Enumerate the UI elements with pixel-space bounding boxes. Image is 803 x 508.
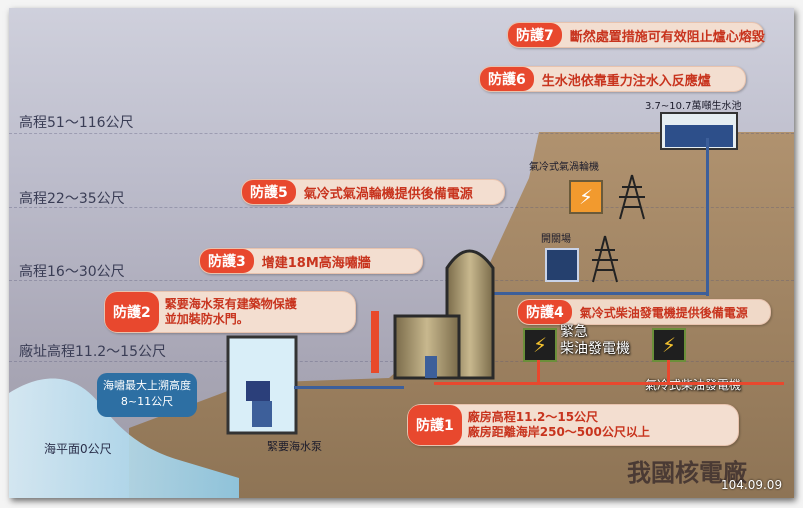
protection-2: 防護2 緊要海水泵有建築物保護 並加裝防水門。: [104, 291, 356, 333]
protection-3: 防護3 增建18M高海嘯牆: [199, 248, 423, 274]
tsunami-wall: [371, 311, 379, 373]
gas-turbine-label: 氣冷式氣渦輪機: [529, 162, 599, 173]
water-pipe: [706, 138, 709, 296]
switchyard-icon: [545, 248, 579, 282]
protection-text: 氣冷式氣渦輪機提供後備電源: [303, 186, 473, 202]
raw-water-pool-label: 3.7~10.7萬噸生水池: [645, 101, 742, 112]
emergency-generator-label-line2: 柴油發電機: [560, 341, 630, 357]
protection-tag: 防護6: [480, 67, 534, 91]
protection-tag: 防護5: [242, 180, 296, 204]
emergency-generator-label: 緊急 柴油發電機: [560, 324, 630, 358]
power-tower-icon: [619, 174, 645, 220]
tsunami-callout: 海嘯最大上溯高度 8~11公尺: [97, 373, 197, 417]
reactor-building: [393, 249, 495, 380]
power-line: [667, 360, 670, 384]
emergency-generator-label-line1: 緊急: [560, 324, 588, 340]
power-line: [434, 382, 784, 385]
seawater-pump-building: [226, 335, 298, 435]
protection-tag: 防護3: [200, 249, 254, 273]
air-cooled-generator: ⚡: [652, 328, 686, 362]
protection-text: 斷然處置措施可有效阻止爐心熔毀: [569, 29, 765, 45]
photo-date: 104.09.09: [721, 478, 783, 492]
lightning-icon: ⚡: [532, 333, 548, 357]
lightning-icon: ⚡: [569, 180, 603, 214]
tsunami-callout-line1: 海嘯最大上溯高度: [103, 379, 191, 392]
elevation-label: 廠址高程11.2～15公尺: [19, 344, 166, 360]
emergency-generator: ⚡: [523, 328, 557, 362]
protection-5: 防護5 氣冷式氣渦輪機提供後備電源: [241, 179, 505, 205]
elevation-label: 高程22～35公尺: [19, 191, 125, 207]
protection-text: 廠房高程11.2～15公尺: [467, 410, 599, 424]
water-pipe: [479, 292, 709, 295]
protection-6: 防護6 生水池依靠重力注水入反應爐: [479, 66, 746, 92]
seawater-pump-label: 緊要海水泵: [267, 440, 322, 453]
protection-tag: 防護2: [105, 292, 159, 332]
protection-text: 並加裝防水門。: [164, 312, 249, 326]
switchyard-label: 開關場: [541, 234, 571, 245]
protection-4: 防護4 氣冷式柴油發電機提供後備電源: [517, 299, 771, 325]
diagram-panel: 高程51～116公尺 高程22～35公尺 高程16～30公尺 廠址高程11.2～…: [9, 8, 794, 498]
protection-tag: 防護7: [508, 23, 562, 47]
elevation-label: 高程51～116公尺: [19, 115, 134, 131]
seawater-pipe: [294, 386, 404, 389]
protection-1: 防護1 廠房高程11.2～15公尺 廠房距離海岸250～500公尺以上: [407, 404, 739, 446]
protection-text: 氣冷式柴油發電機提供後備電源: [579, 305, 748, 320]
protection-text: 廠房距離海岸250～500公尺以上: [467, 425, 650, 439]
protection-tag: 防護1: [408, 405, 462, 445]
sea-level-label: 海平面0公尺: [44, 442, 112, 456]
elevation-label: 高程16～30公尺: [19, 264, 125, 280]
diagram-title: 我國核電廠: [627, 459, 747, 487]
protection-tag: 防護4: [518, 300, 572, 324]
tsunami-callout-line2: 8~11公尺: [120, 395, 174, 408]
raw-water-pool: [660, 112, 738, 150]
protection-text: 生水池依靠重力注水入反應爐: [541, 73, 711, 89]
protection-text: 緊要海水泵有建築物保護: [164, 297, 297, 311]
protection-text: 增建18M高海嘯牆: [261, 255, 371, 271]
protection-7: 防護7 斷然處置措施可有效阻止爐心熔毀: [507, 22, 765, 48]
lightning-icon: ⚡: [661, 333, 677, 357]
power-tower-icon: [592, 235, 618, 283]
power-line: [537, 360, 540, 384]
